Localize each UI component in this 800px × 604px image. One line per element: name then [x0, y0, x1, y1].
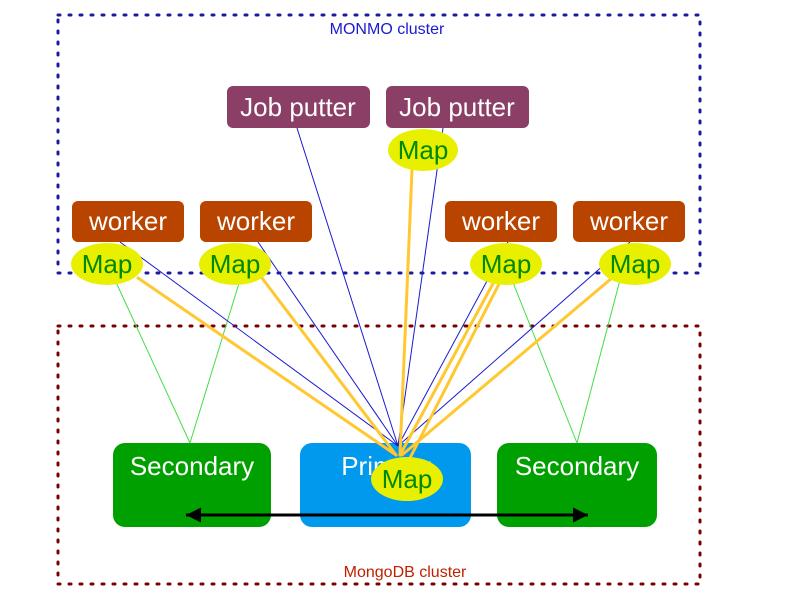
map-primary-label: Map: [382, 464, 433, 494]
edge-worker2-primary: [257, 241, 399, 447]
map-task-primary[interactable]: [371, 457, 443, 501]
secondary-read-edges: [114, 279, 621, 444]
gold-edge-worker1: [136, 276, 398, 457]
map-task-worker-3[interactable]: [470, 243, 542, 285]
map-data-edges: [136, 168, 614, 460]
worker-node-3[interactable]: [445, 201, 557, 242]
map-tasks: Map Map Map Map Map Map: [71, 129, 671, 501]
gold-edge-jobputter: [398, 168, 414, 457]
worker-node-4[interactable]: [573, 201, 685, 242]
monmo-cluster-border: [56, 13, 702, 275]
edge-worker4-secondary: [576, 279, 621, 444]
edge-worker4-primary: [397, 241, 631, 447]
gold-edge-worker3-b: [408, 280, 502, 460]
edge-worker2-secondary: [189, 279, 241, 444]
map-task-worker-4[interactable]: [599, 243, 671, 285]
gold-edge-worker3: [398, 276, 498, 457]
worker-node-1[interactable]: [72, 201, 184, 242]
map-worker-3-label: Map: [481, 249, 532, 279]
job-putter-1-label: Job putter: [240, 92, 356, 122]
worker-3-label: worker: [461, 206, 540, 236]
map-worker-1-label: Map: [82, 249, 133, 279]
worker-2-label: worker: [216, 206, 295, 236]
edge-jobputter2-primary: [397, 127, 444, 447]
job-putter-node-1[interactable]: [227, 86, 370, 128]
job-putter-node-2[interactable]: [386, 86, 529, 128]
map-worker-2-label: Map: [210, 249, 261, 279]
edge-worker1-secondary: [114, 279, 191, 444]
worker-4-label: worker: [589, 206, 668, 236]
edge-worker1-primary: [119, 241, 399, 447]
secondary-node-right[interactable]: [497, 443, 657, 527]
worker-node-2[interactable]: [200, 201, 312, 242]
secondary-right-label: Secondary: [515, 451, 639, 481]
worker-1-label: worker: [88, 206, 167, 236]
map-task-worker-2[interactable]: [199, 243, 271, 285]
mongodb-cluster-border: [56, 324, 702, 586]
map-worker-4-label: Map: [610, 249, 661, 279]
secondary-left-label: Secondary: [130, 451, 254, 481]
edge-jobputter1-primary: [296, 127, 399, 447]
edge-worker3-secondary: [511, 279, 578, 444]
job-putter-2-label: Job putter: [399, 92, 515, 122]
map-task-worker-1[interactable]: [71, 243, 143, 285]
secondary-node-left[interactable]: [113, 443, 271, 527]
mongodb-cluster-label: MongoDB cluster: [344, 564, 467, 581]
monmo-cluster-label: MONMO cluster: [330, 21, 445, 38]
map-task-jobputter[interactable]: [388, 129, 458, 171]
map-jobputter-label: Map: [398, 135, 449, 165]
gold-edge-worker4: [400, 276, 614, 457]
control-edges: [119, 127, 631, 447]
gold-edge-worker2: [260, 276, 398, 457]
